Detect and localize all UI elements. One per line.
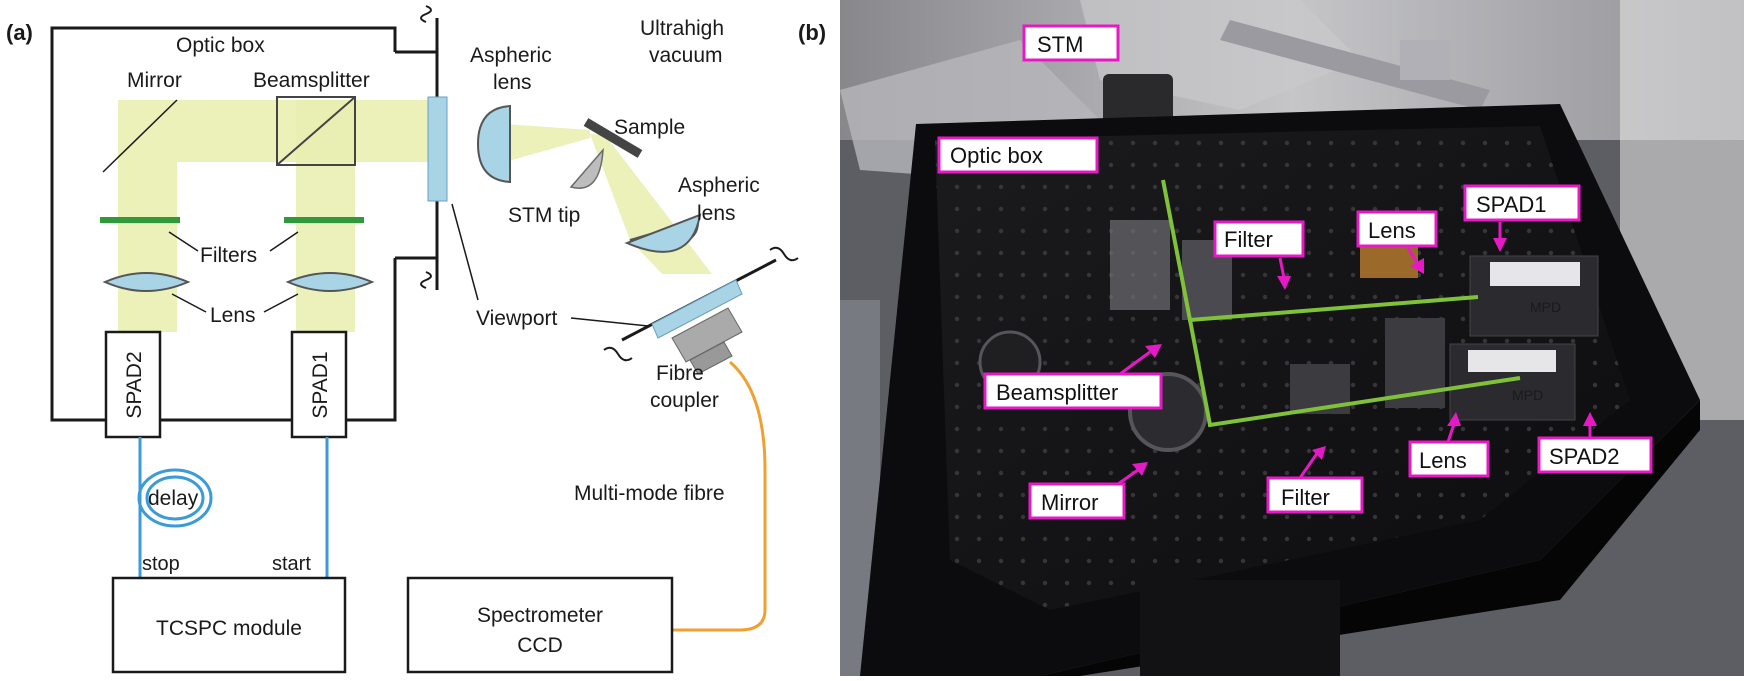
uhv-label-2: vacuum xyxy=(649,44,723,67)
stm-tip-element xyxy=(569,147,604,189)
filters-leaders xyxy=(168,231,299,252)
aspheric-2-label-1: Aspheric xyxy=(678,174,760,197)
spad1-label: SPAD1 xyxy=(309,351,332,418)
mirror-label: Mirror xyxy=(127,69,182,92)
aspheric-1-label-2: lens xyxy=(493,71,532,94)
tag-filter-bottom-text: Filter xyxy=(1281,485,1330,510)
tag-spad2-text: SPAD2 xyxy=(1549,444,1620,469)
filters-label: Filters xyxy=(200,244,257,267)
lens-leaders xyxy=(171,293,299,313)
aspheric-2-label-2: lens xyxy=(697,202,736,225)
tag-optic-box: Optic box xyxy=(937,136,1099,174)
spad1-box xyxy=(290,330,348,439)
tag-spad1: SPAD1 xyxy=(1463,184,1581,252)
aspheric-1-label-1: Aspheric xyxy=(470,44,552,67)
tag-beamsplitter: Beamsplitter xyxy=(983,344,1163,410)
tag-mirror-text: Mirror xyxy=(1041,490,1098,515)
tag-spad1-text: SPAD1 xyxy=(1476,192,1547,217)
viewport-label: Viewport xyxy=(476,307,557,330)
aspheric-lens-2-body xyxy=(624,213,702,253)
aspheric-lens-1 xyxy=(476,104,511,184)
fibre-coupler-label-2: coupler xyxy=(650,389,719,412)
stm-tip-label: STM tip xyxy=(508,204,580,227)
tag-lens-top: Lens xyxy=(1356,210,1438,274)
fibre-coupler-assembly xyxy=(603,246,799,375)
tag-filter-top-text: Filter xyxy=(1224,227,1273,252)
viewport-leaders xyxy=(451,203,649,327)
spectrometer-label-2: CCD xyxy=(517,634,563,657)
beamsplitter-label: Beamsplitter xyxy=(253,69,370,92)
tag-lens-top-text: Lens xyxy=(1368,218,1416,243)
tag-lens-bottom-text: Lens xyxy=(1419,448,1467,473)
panel-a: (a) Optic box Mirror xyxy=(6,5,799,674)
uhv-label-1: Ultrahigh xyxy=(640,17,724,40)
delay-label: delay xyxy=(148,487,199,510)
panel-b-label: (b) xyxy=(798,20,826,45)
tag-stm: STM xyxy=(1022,24,1120,62)
lens-left xyxy=(102,272,191,292)
panel-a-label: (a) xyxy=(6,20,33,45)
stop-label: stop xyxy=(142,553,180,575)
spad2-box xyxy=(104,330,162,439)
spad1-brand: MPD xyxy=(1530,299,1561,315)
panel-b: (b) MPD xyxy=(798,0,1744,676)
laser-paths xyxy=(1161,179,1521,428)
mirror-element xyxy=(102,99,178,173)
lens-label: Lens xyxy=(210,304,256,327)
tag-spad2: SPAD2 xyxy=(1537,412,1653,474)
optic-box-outline xyxy=(50,26,397,422)
multimode-fibre-label: Multi-mode fibre xyxy=(574,482,725,505)
lens-right xyxy=(285,272,375,292)
spad2-label: SPAD2 xyxy=(123,351,146,418)
photo: MPD MPD xyxy=(840,0,1744,676)
start-label: start xyxy=(272,553,311,575)
tcspc-label: TCSPC module xyxy=(156,617,302,640)
tag-stm-text: STM xyxy=(1037,32,1083,57)
tag-mirror: Mirror xyxy=(1028,462,1148,520)
viewport-window xyxy=(427,96,448,202)
optic-box-title: Optic box xyxy=(176,34,265,57)
sample-element xyxy=(583,118,643,158)
tag-lens-bottom: Lens xyxy=(1408,412,1490,478)
spad2-brand: MPD xyxy=(1512,387,1543,403)
sample-label: Sample xyxy=(614,116,685,139)
spectrometer-label-1: Spectrometer xyxy=(477,604,603,627)
multimode-fibre-line xyxy=(672,360,767,632)
spectrometer-box xyxy=(406,576,674,674)
coax-cables xyxy=(137,437,329,578)
tag-filter-top: Filter xyxy=(1213,220,1305,290)
tag-beamsplitter-text: Beamsplitter xyxy=(996,380,1118,405)
tcspc-box xyxy=(111,576,347,674)
photo-tags: STM Optic box Filter Lens SPAD1 xyxy=(937,24,1653,520)
beamsplitter-element xyxy=(276,96,356,166)
tag-optic-box-text: Optic box xyxy=(950,143,1043,168)
fibre-coupler-label-1: Fibre xyxy=(656,362,704,385)
tag-filter-bottom: Filter xyxy=(1266,446,1364,514)
